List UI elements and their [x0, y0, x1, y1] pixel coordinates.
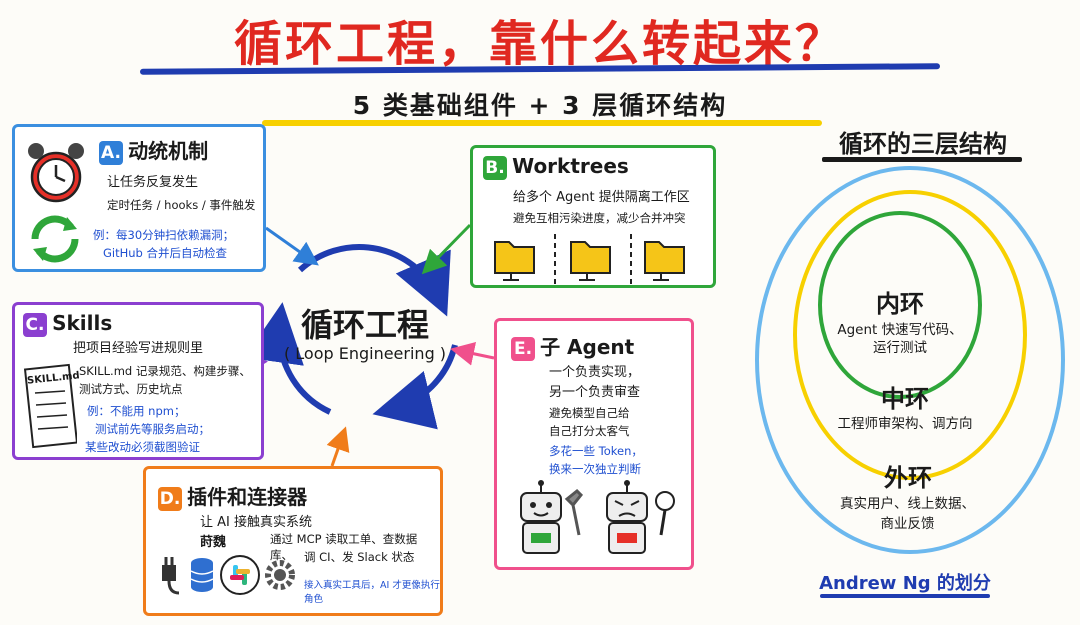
card-c-example-1: 例：不能用 npm；: [87, 404, 186, 418]
card-e-desc-1: 一个负责实现，: [549, 365, 641, 380]
alarm-clock-icon: [28, 143, 84, 203]
card-c-detail-1: SKILL.md 记录规范、构建步骤、: [79, 364, 251, 378]
notebook-icon: [23, 363, 77, 449]
inner-ring-desc-2: 运行测试: [873, 340, 927, 356]
card-d-desc: 让 AI 接触真实系统: [200, 515, 312, 530]
credit: Andrew Ng 的划分: [819, 573, 991, 594]
card-a-example-1: 例：每30分钟扫依赖漏洞；: [93, 228, 235, 242]
outer-ring-title: 外环: [884, 464, 932, 492]
card-e-desc-2: 另一个负责审查: [549, 385, 641, 400]
robot-reviewer-icon: [606, 480, 675, 554]
arrow-b: [421, 223, 472, 275]
card-d-detail-1: 通过 MCP 读取工单、查数据库、: [270, 532, 418, 562]
loop-arc-left: [244, 302, 332, 415]
badge-d: D.: [158, 487, 182, 511]
card-c-example-2: 测试前先等服务启动；: [95, 422, 210, 436]
card-c-example-3: 某些改动必须截图验证: [85, 440, 200, 454]
card-triggers: A. 动统机制 让任务反复发生 定时任务 / hooks / 事件触发 例：每3…: [12, 124, 266, 272]
card-d-label: 莳魏: [200, 535, 227, 550]
card-skills: C. Skills 把项目经验写进规则里 SKILL.md SKILL.md 记…: [12, 302, 264, 460]
subtitle-underline: [262, 120, 822, 126]
middle-ring: [793, 190, 1027, 480]
rings-title: 循环的三层结构: [839, 130, 1007, 158]
gear-icon: [265, 560, 295, 590]
badge-e: E.: [511, 337, 535, 361]
card-c-desc: 把项目经验写进规则里: [73, 341, 204, 356]
loop-arc-top: [297, 244, 451, 317]
folder-icons: [494, 234, 685, 284]
card-subagent: E. 子 Agent 一个负责实现， 另一个负责审查 避免模型自己给 自己打分太…: [494, 318, 694, 570]
folder-icon-3: [644, 241, 685, 281]
card-b-desc: 给多个 Agent 提供隔离工作区: [513, 190, 690, 205]
card-d-title: 插件和连接器: [187, 485, 308, 509]
card-a-example-2: GitHub 合并后自动检查: [103, 246, 228, 260]
inner-ring-desc-1: Agent 快速写代码、: [837, 322, 963, 338]
folder-icon-2: [570, 241, 611, 281]
middle-ring-desc: 工程师审架构、调方向: [837, 416, 973, 432]
card-c-detail-2: 测试方式、历史坑点: [79, 382, 183, 396]
badge-b: B.: [483, 156, 507, 180]
middle-ring-title: 中环: [881, 385, 929, 413]
inner-ring-title: 内环: [876, 290, 924, 318]
outer-ring-desc-2: 商业反馈: [880, 516, 935, 532]
card-worktrees: B. Worktrees 给多个 Agent 提供隔离工作区 避免互相污染进度，…: [470, 145, 716, 288]
card-d-note: 接入真实工具后，AI 才更像执行角色: [304, 580, 440, 605]
refresh-cycle-icon: [31, 215, 79, 263]
badge-a: A.: [99, 141, 123, 165]
slack-icon: [220, 555, 260, 595]
main-title: 循环工程，靠什么转起来？: [233, 16, 846, 72]
robot-builder-icon: [520, 480, 584, 554]
outer-ring-desc-1: 真实用户、线上数据、: [840, 496, 975, 512]
card-e-example-2: 换来一次独立判断: [549, 462, 641, 476]
card-e-title: 子 Agent: [540, 335, 635, 359]
card-c-title: Skills: [52, 311, 113, 335]
arrow-e: [450, 341, 495, 366]
folder-icon-1: [494, 241, 535, 281]
tool-icons: [162, 555, 295, 595]
subtitle: 5 类基础组件 + 3 层循环结构: [352, 91, 728, 120]
rings-diagram: [755, 166, 1065, 554]
arrow-d: [326, 426, 350, 467]
card-b-title: Worktrees: [512, 154, 629, 178]
center-subtitle: ( Loop Engineering ): [283, 344, 447, 363]
card-a-detail: 定时任务 / hooks / 事件触发: [107, 198, 256, 212]
arrow-a: [265, 226, 319, 266]
rings-title-underline: [822, 157, 1022, 162]
card-a-desc: 让任务反复发生: [107, 175, 199, 190]
inner-ring: [818, 211, 982, 399]
center-title: 循环工程: [300, 306, 429, 344]
card-e-detail-2: 自己打分太客气: [549, 424, 630, 438]
card-e-detail-1: 避免模型自己给: [549, 406, 630, 420]
card-b-detail: 避免互相污染进度，减少合并冲突: [513, 211, 686, 225]
plug-icon: [162, 557, 180, 595]
card-plugins: D. 插件和连接器 让 AI 接触真实系统 莳魏 通过 MCP 读取工单、查数据…: [143, 466, 443, 616]
card-d-detail-2: 调 CI、发 Slack 状态: [304, 550, 415, 564]
card-a-title: 动统机制: [128, 139, 209, 163]
badge-c: C.: [23, 313, 47, 337]
outer-ring: [755, 166, 1065, 554]
credit-underline: [820, 594, 990, 598]
database-icon: [190, 558, 214, 592]
card-e-example-1: 多花一些 Token，: [549, 444, 643, 458]
robots-illustration: [520, 480, 675, 554]
